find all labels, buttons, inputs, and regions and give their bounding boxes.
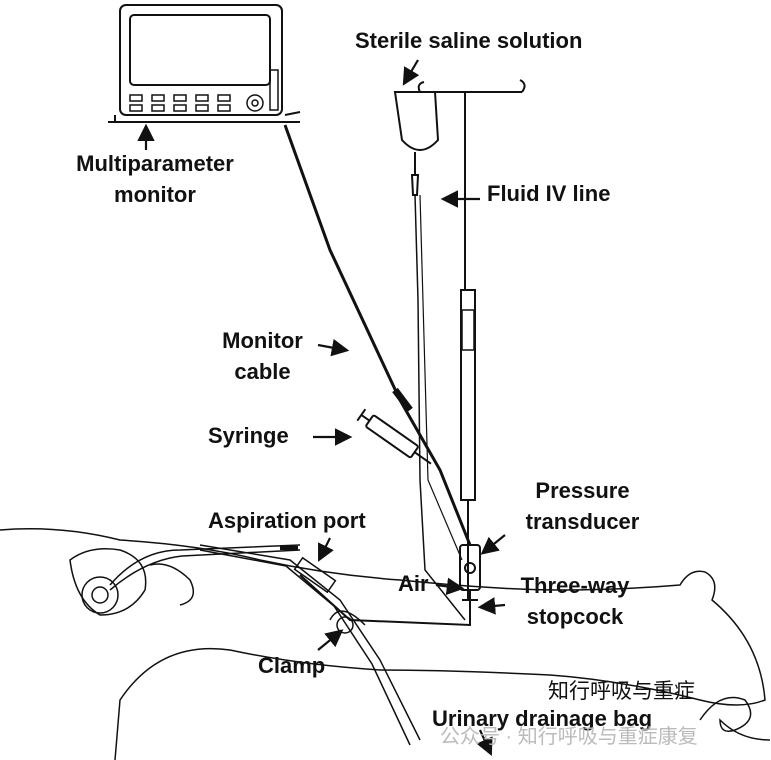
label-iv-line: Fluid IV line	[487, 181, 611, 206]
label-stopcock: Three-way stopcock	[505, 570, 645, 632]
arrow-drainage	[476, 729, 493, 757]
catheter-drawing	[109, 544, 421, 746]
watermark-title: 知行呼吸与重症	[548, 680, 695, 703]
monitor-drawing	[108, 4, 301, 123]
arrow-air	[435, 577, 465, 596]
label-saline: Sterile saline solution	[355, 28, 583, 53]
patient-leg-drawing	[0, 528, 766, 760]
label-drainage: Urinary drainage bag	[432, 706, 653, 731]
syringe-drawing	[356, 408, 432, 465]
arrow-transducer	[480, 534, 506, 555]
arrow-aspiration	[318, 537, 334, 562]
arrow-clamp	[317, 629, 344, 651]
label-stopcock-line1: Three-way	[520, 573, 630, 598]
label-clamp: Clamp	[258, 653, 326, 678]
label-syringe: Syringe	[208, 423, 289, 448]
label-monitor-line2: monitor	[114, 182, 196, 207]
arrow-saline	[402, 59, 420, 86]
arrow-stopcock	[477, 597, 506, 615]
signature-drawing	[699, 696, 771, 741]
label-monitor-line1: Multiparameter	[76, 151, 234, 176]
label-transducer-line1: Pressure	[535, 478, 630, 503]
transducer-drawing	[299, 544, 481, 627]
watermark-account: 公众号 · 知行呼吸与重症康复	[440, 726, 698, 748]
label-cable: Monitor cable	[200, 325, 325, 387]
arrow-cable	[317, 338, 350, 357]
label-stopcock-line2: stopcock	[526, 604, 624, 629]
label-cable-line1: Monitor	[222, 328, 303, 353]
label-monitor: Multiparameter monitor	[40, 148, 270, 210]
label-aspiration: Aspiration port	[208, 508, 366, 533]
iv-pole-drawing	[417, 79, 526, 600]
label-transducer: Pressure transducer	[510, 475, 655, 537]
label-transducer-line2: transducer	[525, 509, 640, 534]
label-air: Air	[398, 571, 429, 596]
label-cable-line2: cable	[234, 359, 291, 384]
saline-bag-drawing	[393, 91, 466, 621]
